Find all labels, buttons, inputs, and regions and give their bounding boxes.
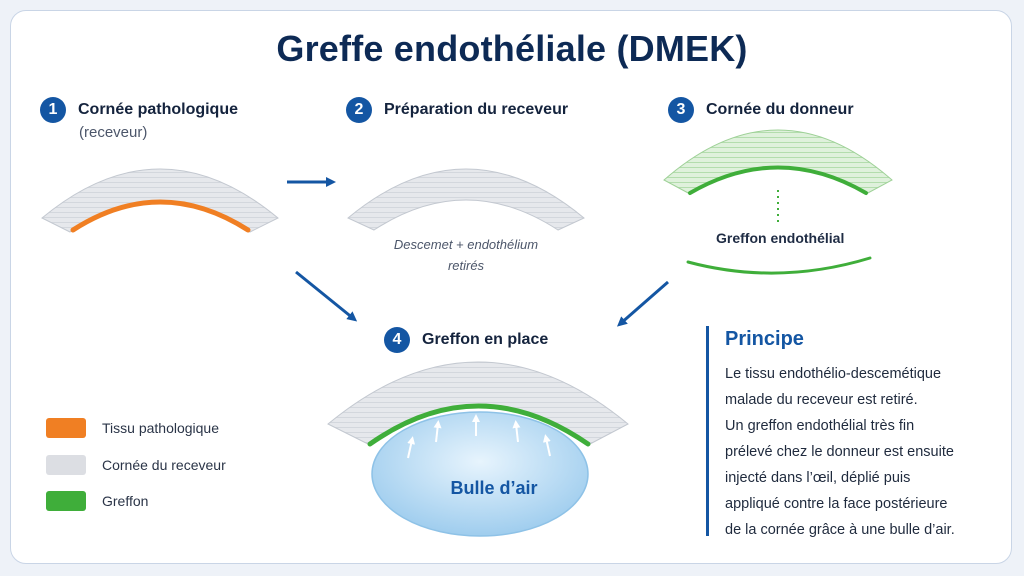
- legend-item-cornea: Cornée du receveur: [46, 455, 226, 475]
- step-1-sublabel: (receveur): [79, 124, 148, 141]
- legend-label-cornea: Cornée du receveur: [102, 457, 226, 473]
- step-1-label: Cornée pathologique: [78, 101, 238, 118]
- legend-swatch-cornea: [46, 455, 86, 475]
- step-4-label: Greffon en place: [422, 331, 549, 348]
- principle-line: malade du receveur est retiré.: [725, 392, 918, 408]
- cornea-2-prepared: [347, 168, 585, 231]
- graft-in-place: [327, 361, 629, 537]
- step-1-header: 1 Cornée pathologique: [40, 97, 238, 123]
- step-4-badge: 4: [384, 327, 410, 353]
- air-bubble: [371, 411, 589, 537]
- step-3-graft-label: Greffon endothélial: [716, 230, 845, 246]
- principle-line: appliqué contre la face postérieure: [725, 496, 948, 512]
- step-2-caption: Descemet + endothélium retirés: [366, 234, 566, 276]
- page-title: Greffe endothéliale (DMEK): [276, 28, 748, 69]
- legend-label-pathologic: Tissu pathologique: [102, 420, 220, 436]
- principle-line: Le tissu endothélio-descemétique: [725, 366, 942, 382]
- step-2-label: Préparation du receveur: [384, 101, 569, 118]
- step-2-header: 2 Préparation du receveur: [346, 97, 568, 123]
- arrow-step3-to-step4: [616, 280, 669, 327]
- step-2-caption-line1: Descemet + endothélium: [393, 237, 539, 252]
- cornea-3-donor: [663, 129, 893, 275]
- principle-line: prélevé chez le donneur est ensuite: [725, 444, 954, 460]
- air-bubble-label: Bulle d’air: [450, 478, 538, 498]
- step-1-badge: 1: [40, 97, 66, 123]
- principle-line: de la cornée grâce à une bulle d’air.: [725, 522, 955, 538]
- cornea-1-pathologic: [41, 168, 279, 233]
- legend-swatch-graft: [46, 491, 86, 511]
- principle-box: Principe Le tissu endothélio-descemétiqu…: [706, 326, 986, 538]
- step-4-header: 4 Greffon en place: [384, 327, 548, 353]
- arrow-step1-to-step4: [295, 270, 358, 322]
- legend-label-graft: Greffon: [102, 493, 149, 509]
- principle-title: Principe: [725, 328, 804, 350]
- legend-swatch-pathologic: [46, 418, 86, 438]
- step-3-header: 3 Cornée du donneur: [668, 97, 854, 123]
- principle-line: injecté dans l’œil, déplié puis: [725, 470, 911, 486]
- step-2-badge: 2: [346, 97, 372, 123]
- step-3-badge: 3: [668, 97, 694, 123]
- step-2-caption-line2: retirés: [447, 258, 485, 273]
- principle-text: Le tissu endothélio-descemétique malade …: [725, 361, 986, 543]
- principle-line: Un greffon endothélial très fin: [725, 418, 915, 434]
- step-3-label: Cornée du donneur: [706, 101, 854, 118]
- legend-item-graft: Greffon: [46, 491, 148, 511]
- legend-item-pathologic: Tissu pathologique: [46, 418, 219, 438]
